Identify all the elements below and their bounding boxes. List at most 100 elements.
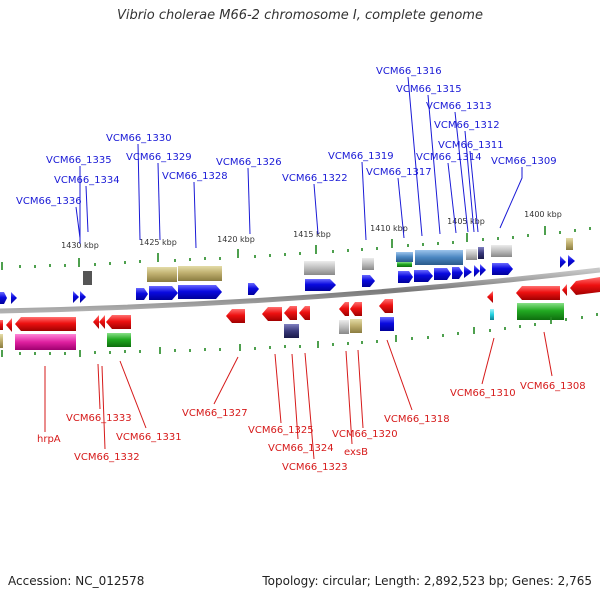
reverse-gene[interactable] bbox=[516, 286, 560, 300]
gene-label[interactable]: VCM66_1312 bbox=[434, 120, 500, 131]
gene-label[interactable]: VCM66_1331 bbox=[116, 432, 182, 443]
chromosome-backbone bbox=[0, 267, 600, 314]
feature-block[interactable] bbox=[362, 258, 374, 270]
top-gene-labels: VCM66_1316 VCM66_1315 VCM66_1313 VCM66_1… bbox=[16, 66, 557, 207]
reverse-gene[interactable] bbox=[6, 318, 12, 332]
feature-block[interactable] bbox=[396, 252, 413, 262]
gene-label[interactable]: VCM66_1315 bbox=[396, 84, 462, 95]
scale-label: 1410 kbp bbox=[370, 224, 408, 233]
reverse-gene[interactable] bbox=[262, 307, 282, 321]
gene-label[interactable]: VCM66_1329 bbox=[126, 152, 192, 163]
forward-gene[interactable] bbox=[248, 283, 259, 295]
gene-label[interactable]: VCM66_1308 bbox=[520, 381, 586, 392]
feature-block[interactable] bbox=[466, 249, 477, 260]
reverse-gene[interactable] bbox=[379, 299, 393, 313]
forward-gene[interactable] bbox=[73, 291, 79, 303]
gene-label[interactable]: VCM66_1322 bbox=[282, 173, 348, 184]
feature-block[interactable] bbox=[284, 324, 299, 338]
forward-gene[interactable] bbox=[305, 279, 336, 291]
feature-block[interactable] bbox=[0, 334, 3, 348]
scale-labels: 1430 kbp 1425 kbp 1420 kbp 1415 kbp 1410… bbox=[61, 210, 562, 250]
reverse-gene[interactable] bbox=[226, 309, 245, 323]
gene-label[interactable]: VCM66_1309 bbox=[491, 156, 557, 167]
forward-gene[interactable] bbox=[414, 270, 433, 282]
feature-block[interactable] bbox=[304, 261, 335, 275]
forward-gene[interactable] bbox=[136, 288, 148, 300]
gene-label[interactable]: VCM66_1319 bbox=[328, 151, 394, 162]
gene-label[interactable]: VCM66_1316 bbox=[376, 66, 442, 77]
reverse-gene[interactable] bbox=[487, 291, 493, 303]
reverse-gene[interactable] bbox=[570, 277, 600, 295]
bottom-gene-labels: VCM66_1310 VCM66_1308 VCM66_1327 VCM66_1… bbox=[37, 381, 586, 473]
feature-block[interactable] bbox=[83, 271, 92, 285]
gene-label[interactable]: VCM66_1332 bbox=[74, 452, 140, 463]
feature-block[interactable] bbox=[380, 317, 394, 331]
outer-tick-ring bbox=[1, 226, 591, 270]
forward-gene[interactable] bbox=[80, 291, 86, 303]
forward-gene[interactable] bbox=[398, 271, 413, 283]
forward-gene[interactable] bbox=[362, 275, 375, 287]
feature-block[interactable] bbox=[478, 247, 484, 259]
gene-label[interactable]: VCM66_1326 bbox=[216, 157, 282, 168]
feature-block[interactable] bbox=[491, 245, 512, 257]
feature-block[interactable] bbox=[415, 250, 463, 265]
reverse-gene[interactable] bbox=[99, 315, 105, 329]
feature-block[interactable] bbox=[566, 238, 573, 250]
feature-block[interactable] bbox=[350, 319, 362, 333]
forward-gene[interactable] bbox=[560, 256, 566, 268]
accession-text: Accession: NC_012578 bbox=[8, 574, 145, 588]
reverse-gene[interactable] bbox=[299, 306, 310, 320]
reverse-gene[interactable] bbox=[93, 315, 99, 329]
forward-gene[interactable] bbox=[452, 267, 463, 279]
forward-gene[interactable] bbox=[474, 265, 480, 277]
map-title: Vibrio cholerae M66-2 chromosome I, comp… bbox=[117, 8, 483, 23]
reverse-gene[interactable] bbox=[106, 315, 131, 329]
gene-label[interactable]: VCM66_1310 bbox=[450, 388, 516, 399]
feature-block[interactable] bbox=[490, 309, 494, 320]
gene-label[interactable]: VCM66_1318 bbox=[384, 414, 450, 425]
reverse-gene[interactable] bbox=[0, 320, 3, 330]
forward-gene[interactable] bbox=[492, 263, 513, 275]
forward-gene[interactable] bbox=[480, 264, 486, 276]
gene-label[interactable]: VCM66_1311 bbox=[438, 140, 504, 151]
forward-gene[interactable] bbox=[434, 268, 451, 280]
gene-label[interactable]: VCM66_1323 bbox=[282, 462, 348, 473]
gene-label[interactable]: VCM66_1335 bbox=[46, 155, 112, 166]
reverse-gene[interactable] bbox=[284, 306, 297, 320]
reverse-gene[interactable] bbox=[339, 302, 349, 316]
gene-label[interactable]: VCM66_1313 bbox=[426, 101, 492, 112]
gene-label[interactable]: VCM66_1324 bbox=[268, 443, 334, 454]
feature-block[interactable] bbox=[15, 334, 76, 350]
gene-label[interactable]: VCM66_1317 bbox=[366, 167, 432, 178]
feature-block[interactable] bbox=[517, 303, 564, 320]
gene-label[interactable]: VCM66_1314 bbox=[416, 152, 482, 163]
forward-gene[interactable] bbox=[11, 292, 17, 304]
forward-gene[interactable] bbox=[464, 266, 472, 278]
gene-label[interactable]: VCM66_1328 bbox=[162, 171, 228, 182]
reverse-gene[interactable] bbox=[562, 284, 567, 296]
feature-block[interactable] bbox=[178, 266, 222, 281]
forward-gene[interactable] bbox=[568, 255, 575, 267]
forward-gene[interactable] bbox=[149, 286, 178, 300]
forward-gene[interactable] bbox=[178, 285, 222, 299]
gene-label[interactable]: VCM66_1325 bbox=[248, 425, 314, 436]
top-leader-lines bbox=[75, 76, 523, 249]
gene-label[interactable]: VCM66_1330 bbox=[106, 133, 172, 144]
reverse-gene[interactable] bbox=[350, 302, 362, 316]
feature-block[interactable] bbox=[339, 320, 349, 334]
gene-label[interactable]: VCM66_1336 bbox=[16, 196, 82, 207]
gene-label[interactable]: hrpA bbox=[37, 434, 61, 445]
scale-label: 1405 kbp bbox=[447, 217, 485, 226]
gene-label[interactable]: VCM66_1333 bbox=[66, 413, 132, 424]
gene-label[interactable]: exsB bbox=[344, 447, 368, 458]
gene-label[interactable]: VCM66_1320 bbox=[332, 429, 398, 440]
forward-gene[interactable] bbox=[0, 292, 7, 304]
reverse-gene[interactable] bbox=[15, 317, 76, 331]
gene-label[interactable]: VCM66_1334 bbox=[54, 175, 120, 186]
feature-block[interactable] bbox=[397, 262, 412, 267]
feature-block[interactable] bbox=[147, 267, 177, 282]
feature-block[interactable] bbox=[107, 333, 131, 347]
gene-label[interactable]: VCM66_1327 bbox=[182, 408, 248, 419]
